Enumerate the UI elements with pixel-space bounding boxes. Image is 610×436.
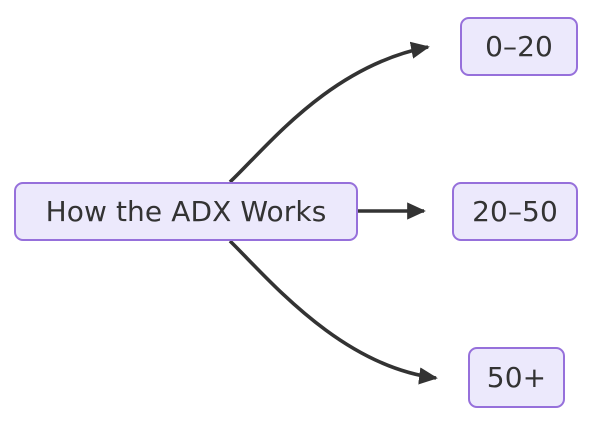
node-branch-mid[interactable]: 20–50 [452,182,578,241]
node-root[interactable]: How the ADX Works [14,182,358,241]
node-branch-high[interactable]: 50+ [468,347,565,408]
node-branch-high-label: 50+ [486,360,547,394]
edge-root-to-low [228,41,430,184]
node-branch-mid-label: 20–50 [472,194,558,228]
node-root-label: How the ADX Works [45,194,327,228]
node-branch-low[interactable]: 0–20 [460,17,578,76]
edge-root-to-high [228,239,438,385]
node-branch-low-label: 0–20 [485,29,553,63]
